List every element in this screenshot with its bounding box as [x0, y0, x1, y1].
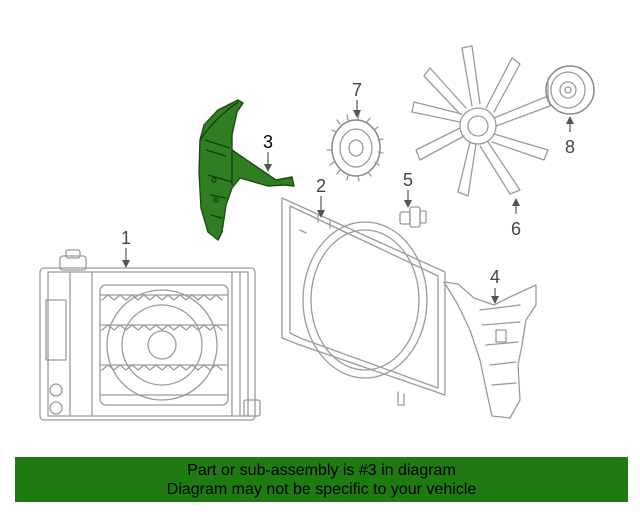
part-6-fan[interactable]	[411, 45, 551, 197]
callout-1: 1	[121, 228, 132, 248]
part-8-pulley[interactable]	[545, 65, 595, 115]
callout-2: 2	[316, 176, 327, 196]
part-info-banner: Part or sub-assembly is #3 in diagram Di…	[15, 457, 628, 502]
parts-diagram-drawing	[39, 45, 595, 421]
callout-5: 5	[403, 170, 414, 190]
banner-line-2: Diagram may not be specific to your vehi…	[166, 480, 477, 498]
callout-8: 8	[565, 137, 576, 157]
part-2-fan-shroud[interactable]	[281, 197, 446, 406]
callout-4: 4	[490, 267, 501, 287]
part-1-radiator[interactable]	[39, 249, 261, 421]
callout-3[interactable]: 3	[263, 132, 274, 152]
callout-7: 7	[352, 80, 363, 100]
part-5-fastener[interactable]	[399, 206, 427, 228]
parts-diagram: 1 2 3 4 5 6 7 8	[39, 45, 595, 421]
callout-6: 6	[511, 219, 522, 239]
banner-line-1: Part or sub-assembly is #3 in diagram	[187, 461, 456, 479]
part-7-clutch[interactable]	[326, 113, 384, 182]
part-4-duct[interactable]	[443, 281, 537, 419]
part-3-shroud-half[interactable]	[198, 99, 295, 241]
leader-lines	[122, 100, 574, 304]
